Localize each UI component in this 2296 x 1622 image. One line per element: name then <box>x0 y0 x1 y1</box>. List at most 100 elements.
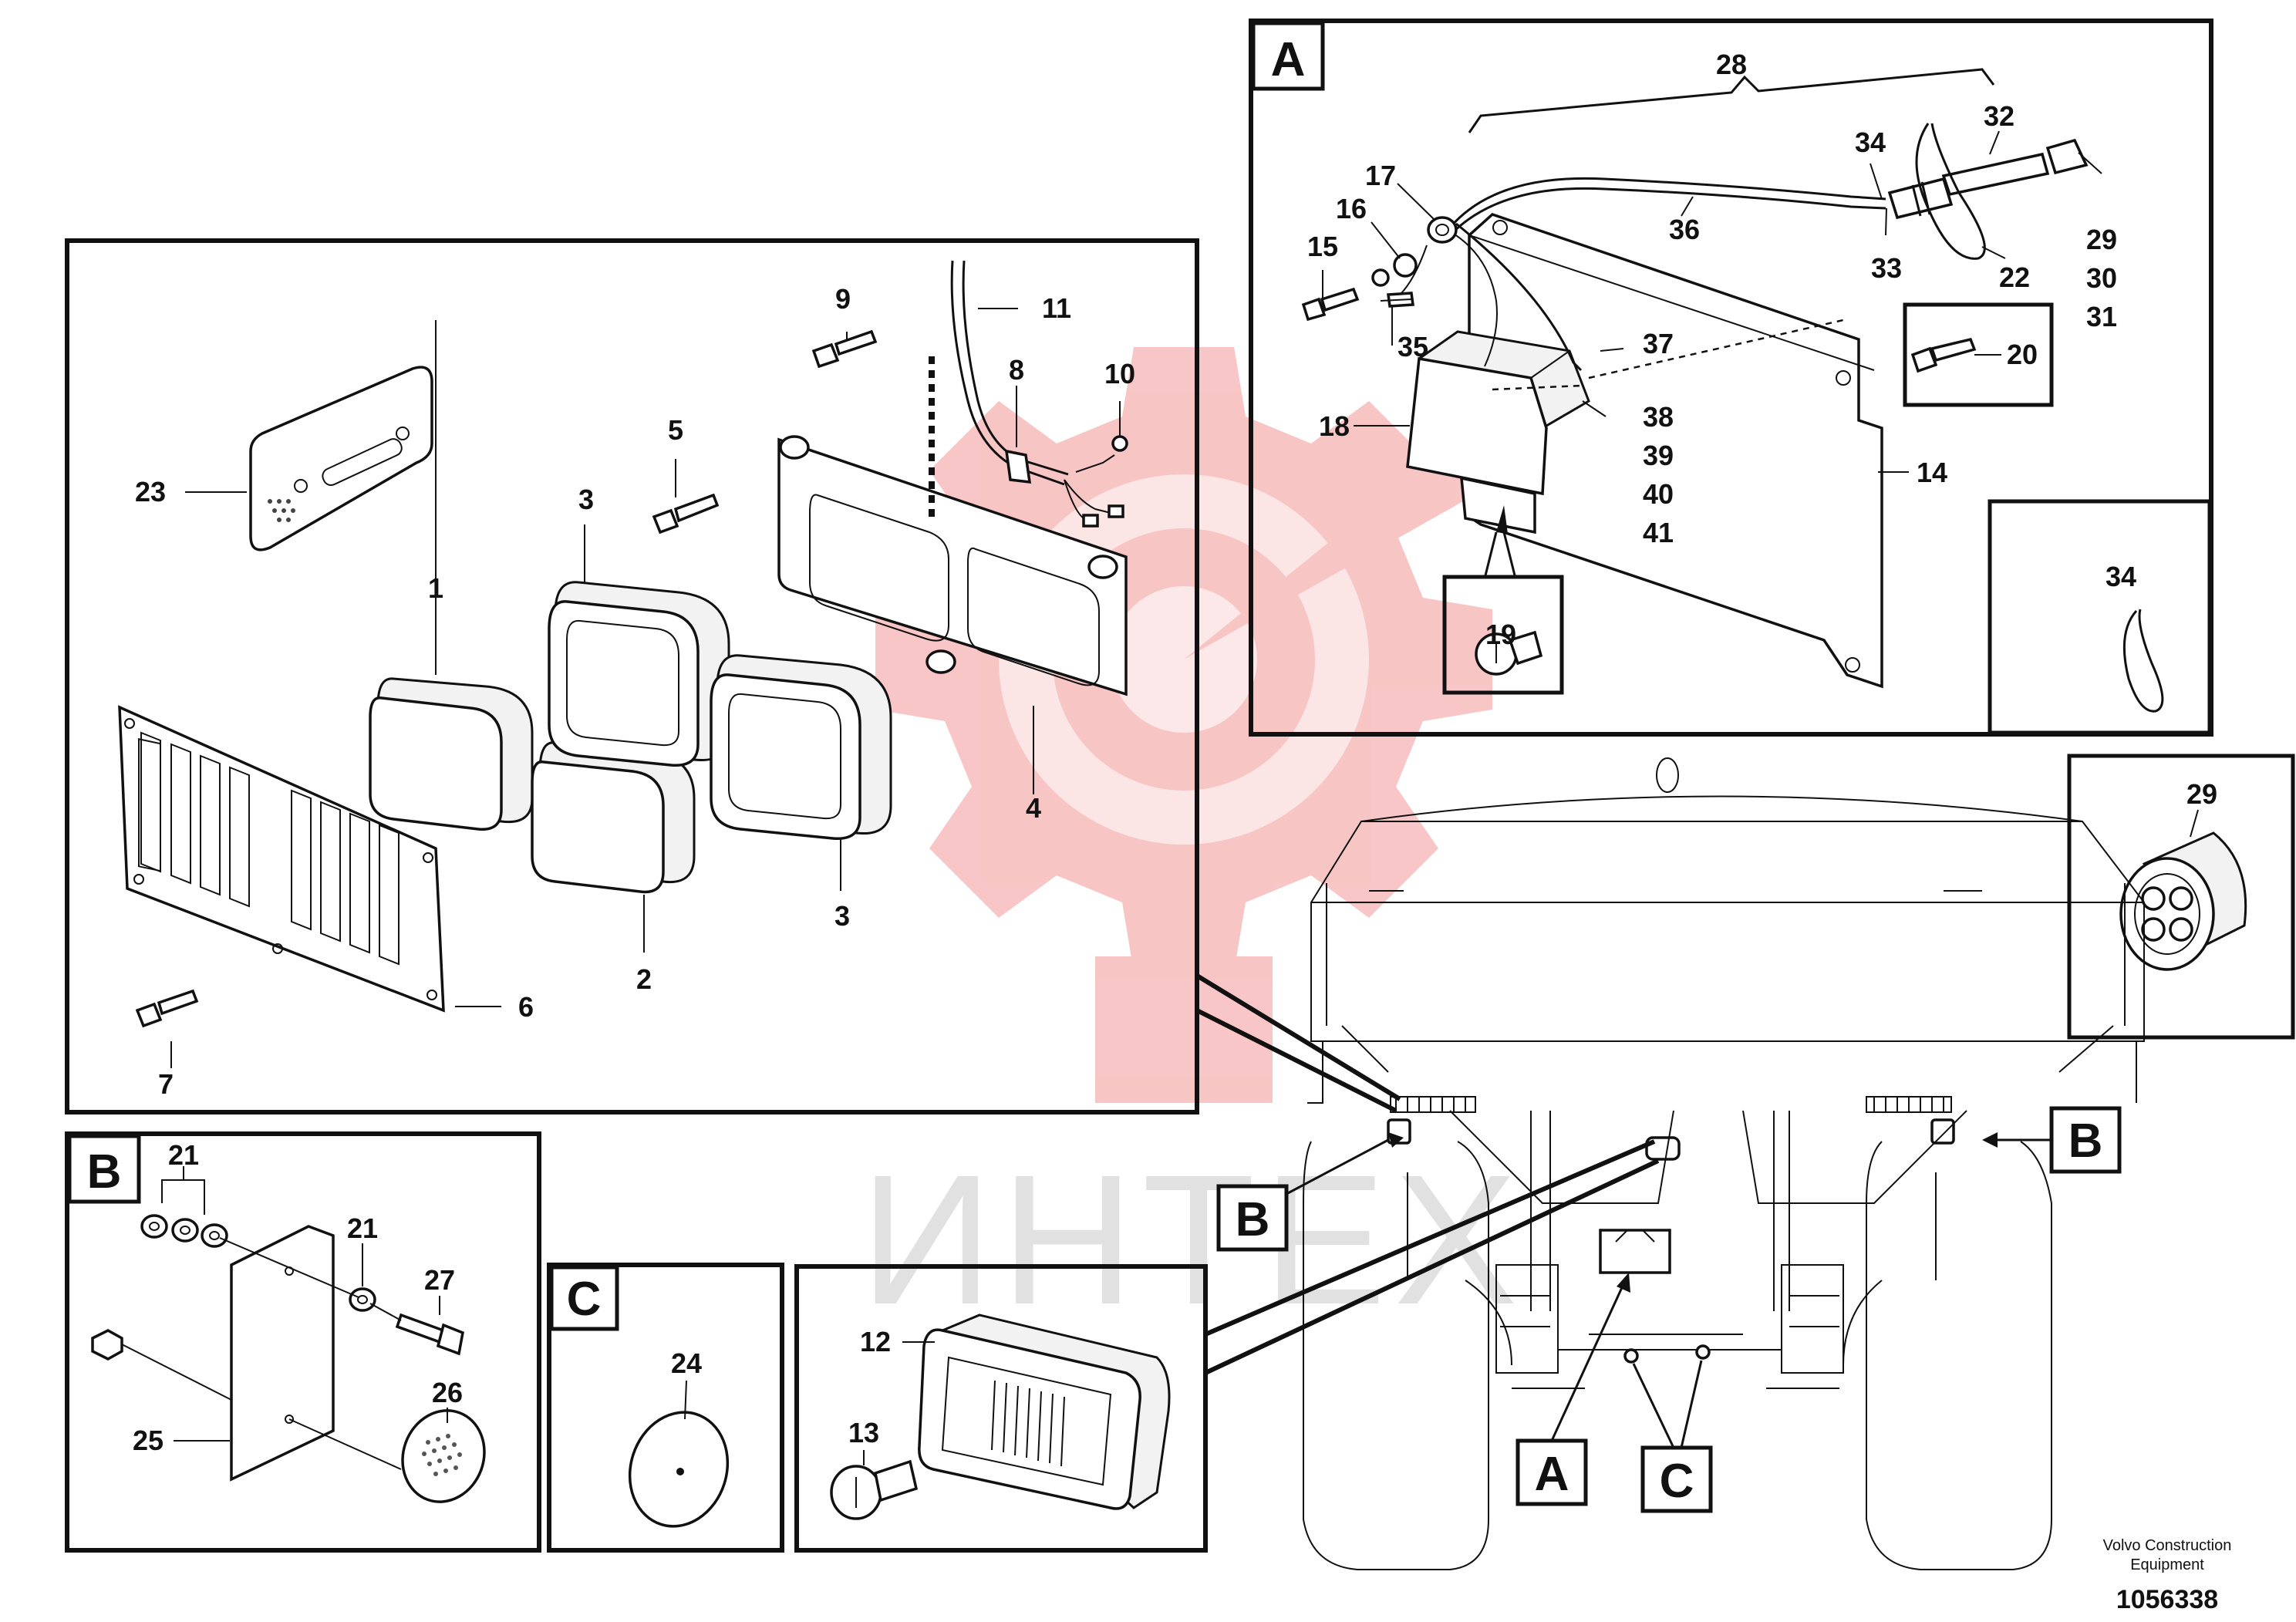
grommet-17 <box>1427 216 1458 244</box>
panel-a-letter: A <box>1271 33 1306 86</box>
cable-tie-22 <box>1915 123 1986 260</box>
nut-16 <box>1393 253 1418 278</box>
label-39: 39 <box>1643 440 1674 471</box>
bulb-19 <box>1475 630 1543 676</box>
footer-brand-line2: Equipment <box>2130 1556 2204 1573</box>
footer-brand-line1: Volvo Construction <box>2103 1537 2232 1554</box>
label-22: 22 <box>1999 261 2030 293</box>
nut-leader <box>121 1344 232 1401</box>
reflector-leader <box>288 1418 402 1470</box>
washers-21 <box>140 1214 228 1248</box>
bolt-7 <box>135 989 199 1028</box>
label-34: 34 <box>1855 126 1886 158</box>
panel-b-frame <box>65 1131 541 1553</box>
lamp-housing-18 <box>1406 319 1844 534</box>
label-8: 8 <box>1009 354 1024 386</box>
label-28: 28 <box>1716 49 1747 80</box>
washer-21-right <box>349 1287 376 1312</box>
label-15: 15 <box>1307 231 1338 262</box>
label-1: 1 <box>428 572 443 604</box>
label-17: 17 <box>1365 160 1396 191</box>
label-10: 10 <box>1104 358 1135 389</box>
inset-20-frame <box>1903 302 2054 407</box>
watermark-logo: ИНТЕХ <box>860 347 1518 1343</box>
bolt-15 <box>1301 287 1360 322</box>
callout-b-left: B <box>1236 1193 1270 1246</box>
leader-lines-main <box>170 308 1121 1068</box>
callout-b-right: B <box>2068 1114 2103 1168</box>
bulb-13 <box>830 1459 919 1520</box>
bolt-5 <box>652 493 720 534</box>
panel-work-lamp-frame <box>794 1264 1208 1553</box>
detail-panel-b: B <box>65 1131 541 1553</box>
lamp-frame-3-lower <box>710 654 892 840</box>
dump-body <box>1310 821 2145 1042</box>
label-30: 30 <box>2086 262 2117 294</box>
cable-tie-34-inset <box>2122 609 2164 713</box>
detail-panel-c: C 24 <box>547 1263 784 1553</box>
label-40: 40 <box>1643 478 1674 510</box>
label-9: 9 <box>835 283 851 315</box>
label-4: 4 <box>1026 792 1041 824</box>
label-20: 20 <box>2007 339 2038 370</box>
brace-28 <box>1468 68 1995 133</box>
label-3-lower: 3 <box>834 900 850 932</box>
detail-panel-work-lamp: 12 13 <box>794 1264 1208 1553</box>
label-25: 25 <box>133 1425 164 1456</box>
panel-c-letter-box <box>549 1265 619 1331</box>
panel-29-frame <box>2067 754 2295 1040</box>
label-24: 24 <box>671 1347 702 1379</box>
lamp-insert-1 <box>369 677 534 831</box>
label-32: 32 <box>1984 100 2014 132</box>
connector-32 <box>1887 138 2089 220</box>
bulb-pointer <box>1483 531 1517 579</box>
reflector-plate-23 <box>249 366 433 551</box>
label-27: 27 <box>424 1264 455 1296</box>
label-21-right: 21 <box>347 1212 378 1244</box>
callout-c-box <box>1640 1445 1713 1513</box>
label-14: 14 <box>1917 457 1947 488</box>
label-18: 18 <box>1319 410 1350 442</box>
cable-harness-11 <box>950 260 1124 528</box>
label-6: 6 <box>518 991 534 1023</box>
label-23: 23 <box>135 476 166 508</box>
label-26: 26 <box>432 1377 463 1408</box>
label-37: 37 <box>1643 328 1674 359</box>
label-2: 2 <box>636 963 652 995</box>
washer-bracket <box>161 1166 205 1215</box>
main-panel-frame <box>65 238 1199 1114</box>
grille-panel-6 <box>118 705 445 1013</box>
lamp-frame-3-upper <box>548 581 730 767</box>
label-38: 38 <box>1643 401 1674 433</box>
nut-25 <box>91 1329 123 1361</box>
label-5: 5 <box>668 414 683 446</box>
callout-c: C <box>1660 1455 1694 1508</box>
work-lamp-12 <box>918 1313 1171 1510</box>
plate-25 <box>230 1225 335 1482</box>
footer-drawing-number: 1056338 <box>2116 1585 2218 1614</box>
callout-b-left-box <box>1216 1184 1289 1252</box>
label-11: 11 <box>1042 292 1071 324</box>
callout-pointers: B B A C <box>1195 973 2122 1513</box>
label-12: 12 <box>860 1326 891 1357</box>
panel-a-letter-box <box>1251 21 1325 91</box>
panel-c-letter: C <box>567 1273 602 1326</box>
panel-b-letter: B <box>87 1145 122 1199</box>
inset-34-frame <box>1988 499 2212 735</box>
connector-29 <box>2119 831 2247 971</box>
label-29: 29 <box>2086 224 2117 255</box>
bolt-27 <box>395 1313 464 1356</box>
label-41: 41 <box>1643 517 1674 548</box>
bolt-leader-upper <box>219 1237 402 1321</box>
detail-panel-a: A <box>1249 19 2213 737</box>
label-19: 19 <box>1485 619 1516 650</box>
nut-10 <box>1111 435 1128 452</box>
label-33: 33 <box>1871 252 1902 284</box>
main-detail-panel: 23 1 3 5 9 11 8 10 4 3 2 6 7 <box>65 238 1199 1114</box>
label-36: 36 <box>1669 214 1700 245</box>
bulb-19-frame <box>1442 575 1564 695</box>
panel-c-frame <box>547 1263 784 1553</box>
washer-16 <box>1371 268 1390 287</box>
detail-panel-29: 29 <box>2067 754 2295 1040</box>
cable-clip-8 <box>1004 449 1032 484</box>
